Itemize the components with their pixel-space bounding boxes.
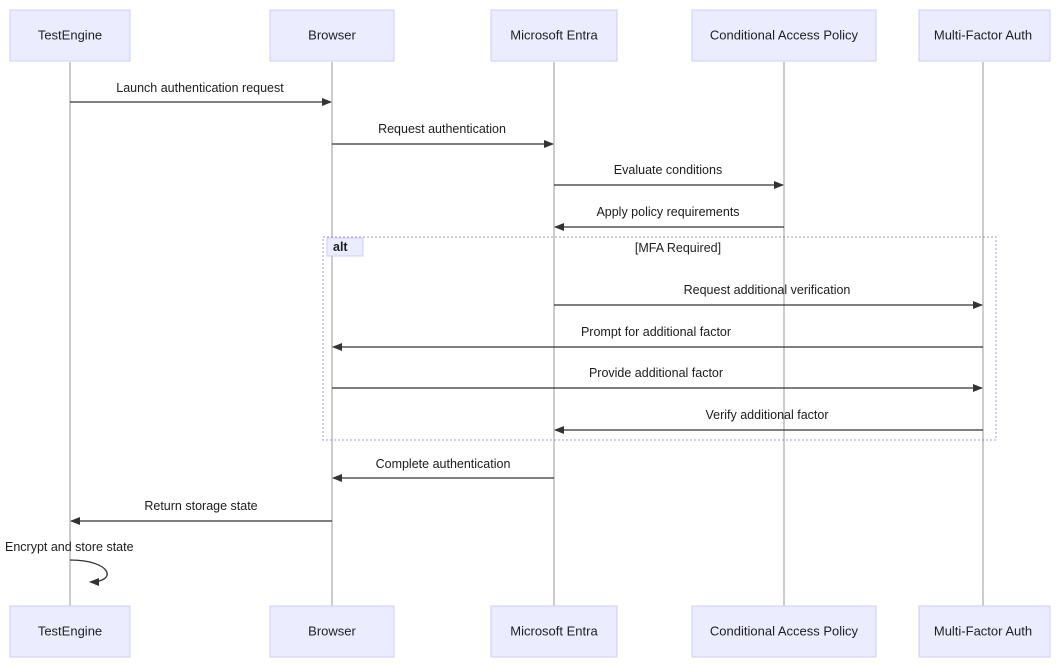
message-prompt-for-additional-factor: Prompt for additional factor <box>332 325 983 351</box>
messages: Launch authentication request Request au… <box>5 81 983 586</box>
message-request-authentication: Request authentication <box>332 122 554 148</box>
actor-label-conditional-access-policy-top: Conditional Access Policy <box>710 27 859 42</box>
alt-block: alt [MFA Required] <box>322 236 997 441</box>
actor-label-entra-top: Microsoft Entra <box>510 27 598 42</box>
actor-box-testengine-top[interactable] <box>9 9 131 62</box>
actors-bottom: TestEngine Browser Microsoft Entra Condi… <box>9 605 1051 658</box>
message-label-return-storage-state: Return storage state <box>144 499 257 513</box>
message-apply-policy-requirements: Apply policy requirements <box>554 205 784 231</box>
actor-label-conditional-access-policy-bottom: Conditional Access Policy <box>710 623 859 638</box>
message-return-storage-state: Return storage state <box>70 499 332 525</box>
message-label-encrypt-and-store-state: Encrypt and store state <box>5 540 134 554</box>
message-label-apply-policy-requirements: Apply policy requirements <box>596 205 739 219</box>
message-label-prompt-for-additional-factor: Prompt for additional factor <box>581 325 731 339</box>
message-launch-authentication-request: Launch authentication request <box>70 81 332 106</box>
message-label-launch-authentication-request: Launch authentication request <box>116 81 284 95</box>
message-verify-additional-factor: Verify additional factor <box>554 408 983 434</box>
message-label-verify-additional-factor: Verify additional factor <box>706 408 829 422</box>
message-label-complete-authentication: Complete authentication <box>376 457 511 471</box>
alt-block-border <box>322 236 997 441</box>
actor-label-testengine-bottom: TestEngine <box>38 623 102 638</box>
actors-top: TestEngine Browser Microsoft Entra Condi… <box>9 9 1051 62</box>
message-complete-authentication: Complete authentication <box>332 457 554 482</box>
actor-label-browser-top: Browser <box>308 27 356 42</box>
message-evaluate-conditions: Evaluate conditions <box>554 163 784 189</box>
alt-tag-box <box>326 237 364 257</box>
message-request-additional-verification: Request additional verification <box>554 283 983 309</box>
message-label-request-authentication: Request authentication <box>378 122 506 136</box>
actor-box-multi-factor-auth-top[interactable] <box>918 9 1051 62</box>
actor-box-conditional-access-policy-top[interactable] <box>691 9 877 62</box>
message-label-request-additional-verification: Request additional verification <box>684 283 851 297</box>
actor-box-entra-bottom[interactable] <box>490 605 618 658</box>
actor-box-multi-factor-auth-bottom[interactable] <box>918 605 1051 658</box>
message-label-provide-additional-factor: Provide additional factor <box>589 366 723 380</box>
actor-box-entra-top[interactable] <box>490 9 618 62</box>
actor-box-conditional-access-policy-bottom[interactable] <box>691 605 877 658</box>
actor-label-testengine-top: TestEngine <box>38 27 102 42</box>
alt-tag-label: alt <box>333 240 348 254</box>
lifelines <box>69 62 984 606</box>
message-encrypt-and-store-state: Encrypt and store state <box>5 540 134 586</box>
message-label-evaluate-conditions: Evaluate conditions <box>614 163 722 177</box>
actor-label-multi-factor-auth-bottom: Multi-Factor Auth <box>934 623 1032 638</box>
actor-box-browser-top[interactable] <box>269 9 395 62</box>
actor-box-testengine-bottom[interactable] <box>9 605 131 658</box>
message-provide-additional-factor: Provide additional factor <box>332 366 983 392</box>
actor-label-multi-factor-auth-top: Multi-Factor Auth <box>934 27 1032 42</box>
message-arrow-encrypt-and-store-state <box>69 559 108 586</box>
alt-condition-label: [MFA Required] <box>635 241 721 255</box>
actor-label-browser-bottom: Browser <box>308 623 356 638</box>
actor-label-entra-bottom: Microsoft Entra <box>510 623 598 638</box>
actor-box-browser-bottom[interactable] <box>269 605 395 658</box>
